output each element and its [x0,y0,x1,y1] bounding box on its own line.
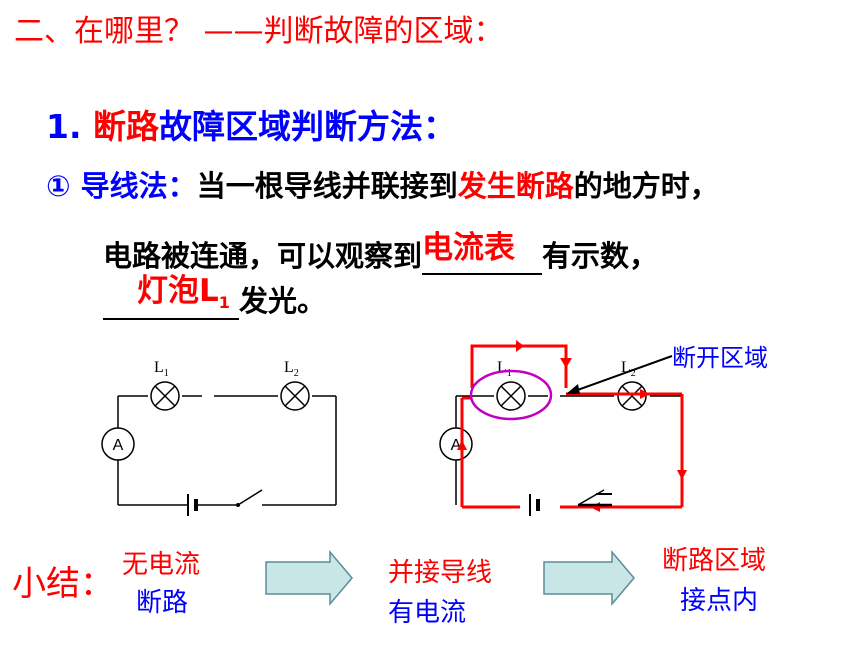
lamp-l1-label-right: L1 [497,359,512,379]
lamp-l2-label-left: L2 [284,359,299,379]
summary-step1-line2: 断路 [136,588,189,618]
current-arrows [457,340,687,512]
summary-step3-line1: 断路区域 [662,546,767,576]
answer-lamp: 灯泡L1 [137,272,230,312]
callout-arrow [571,355,673,393]
method-line: ① 导线法：当一根导线并联接到发生断路的地方时， [46,163,719,205]
method-text-2: 的地方时， [573,169,719,203]
current-path [460,344,684,509]
method-text-1: 当一根导线并联接到 [196,169,458,203]
svg-text:A: A [113,437,124,454]
method-keyword: 发生断路 [457,169,574,203]
result-line-2: 灯泡L1 发光。 [103,273,327,320]
answer-blank-ammeter: 电流表 [422,230,543,275]
lamp-l1-label-left: L1 [154,359,169,379]
result-text-3: 发光。 [239,284,327,318]
method-name: 导线法： [80,169,197,203]
summary-step2-line2: 有电流 [388,598,467,628]
section-heading: 1. 断路故障区域判断方法： [46,100,456,148]
heading-rest: 故障区域判断方法： [159,107,456,146]
answer-blank-lamp: 灯泡L1 [103,273,239,320]
summary-step3-line2: 接点内 [680,586,759,616]
circuit-left [117,395,337,516]
summary-label: 小结： [12,564,114,604]
lamp-l1-left [150,381,180,411]
page-title: 二、在哪里？ ——判断故障的区域： [14,14,504,49]
summary-step2-line1: 并接导线 [388,558,493,588]
ammeter-right: A [439,427,473,461]
lamp-l2-left [280,381,310,411]
heading-number: 1. [46,107,82,146]
result-text-2: 有示数， [542,239,659,273]
circuit-left-switch-dot [236,503,240,507]
result-text-1: 电路被连通，可以观察到 [103,239,423,273]
lamp-l2-right [617,381,647,411]
fault-ellipse [469,369,553,421]
callout-label: 断开区域 [672,344,768,372]
answer-ammeter: 电流表 [422,230,516,266]
heading-keyword: 断路 [93,107,159,146]
result-line-1: 电路被连通，可以观察到电流表有示数， [103,230,659,275]
method-marker: ① [46,169,71,203]
svg-text:A: A [451,437,462,454]
lamp-l1-right [496,381,526,411]
ammeter-left: A [101,427,135,461]
circuit-right [455,395,682,516]
summary-step1-line1: 无电流 [122,550,201,580]
lamp-l2-label-right: L2 [621,359,636,379]
